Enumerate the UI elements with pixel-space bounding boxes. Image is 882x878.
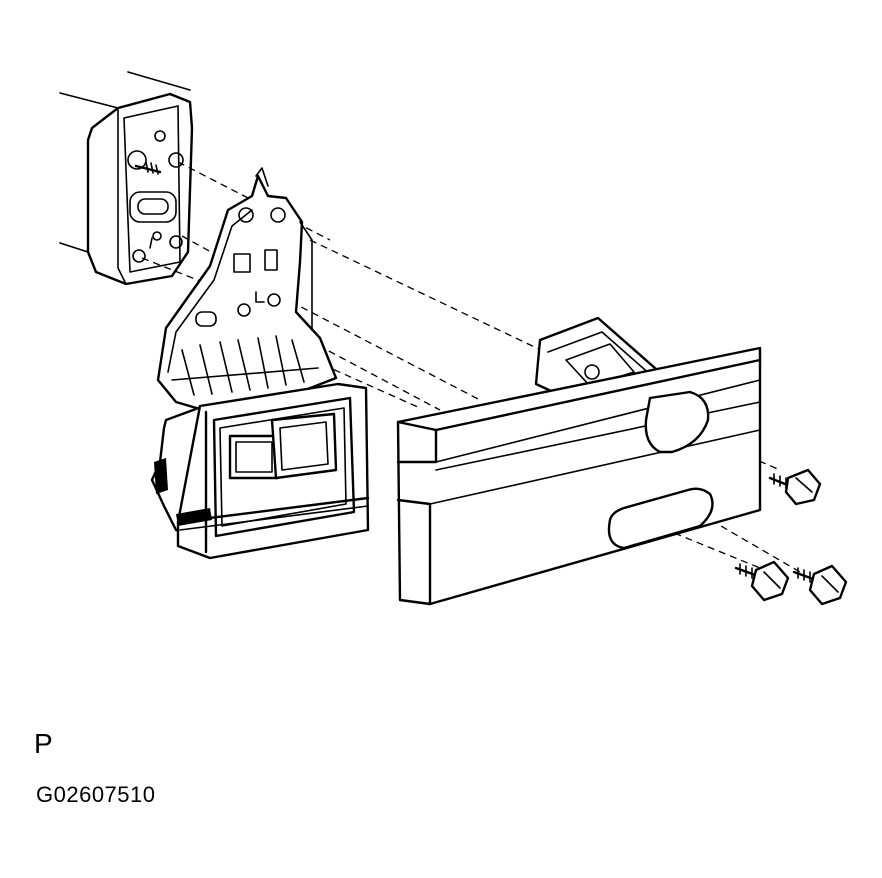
bolt-upper <box>768 468 822 506</box>
bolt-lower-left <box>734 560 790 602</box>
bolt-lower-right <box>792 564 848 606</box>
figure-code: G02607510 <box>36 782 156 807</box>
bolt-icon <box>734 468 848 606</box>
view-letter: P <box>34 728 53 759</box>
frame-rail-icon <box>396 316 762 606</box>
control-module-icon <box>150 382 370 560</box>
side-bracket-icon <box>59 71 194 286</box>
